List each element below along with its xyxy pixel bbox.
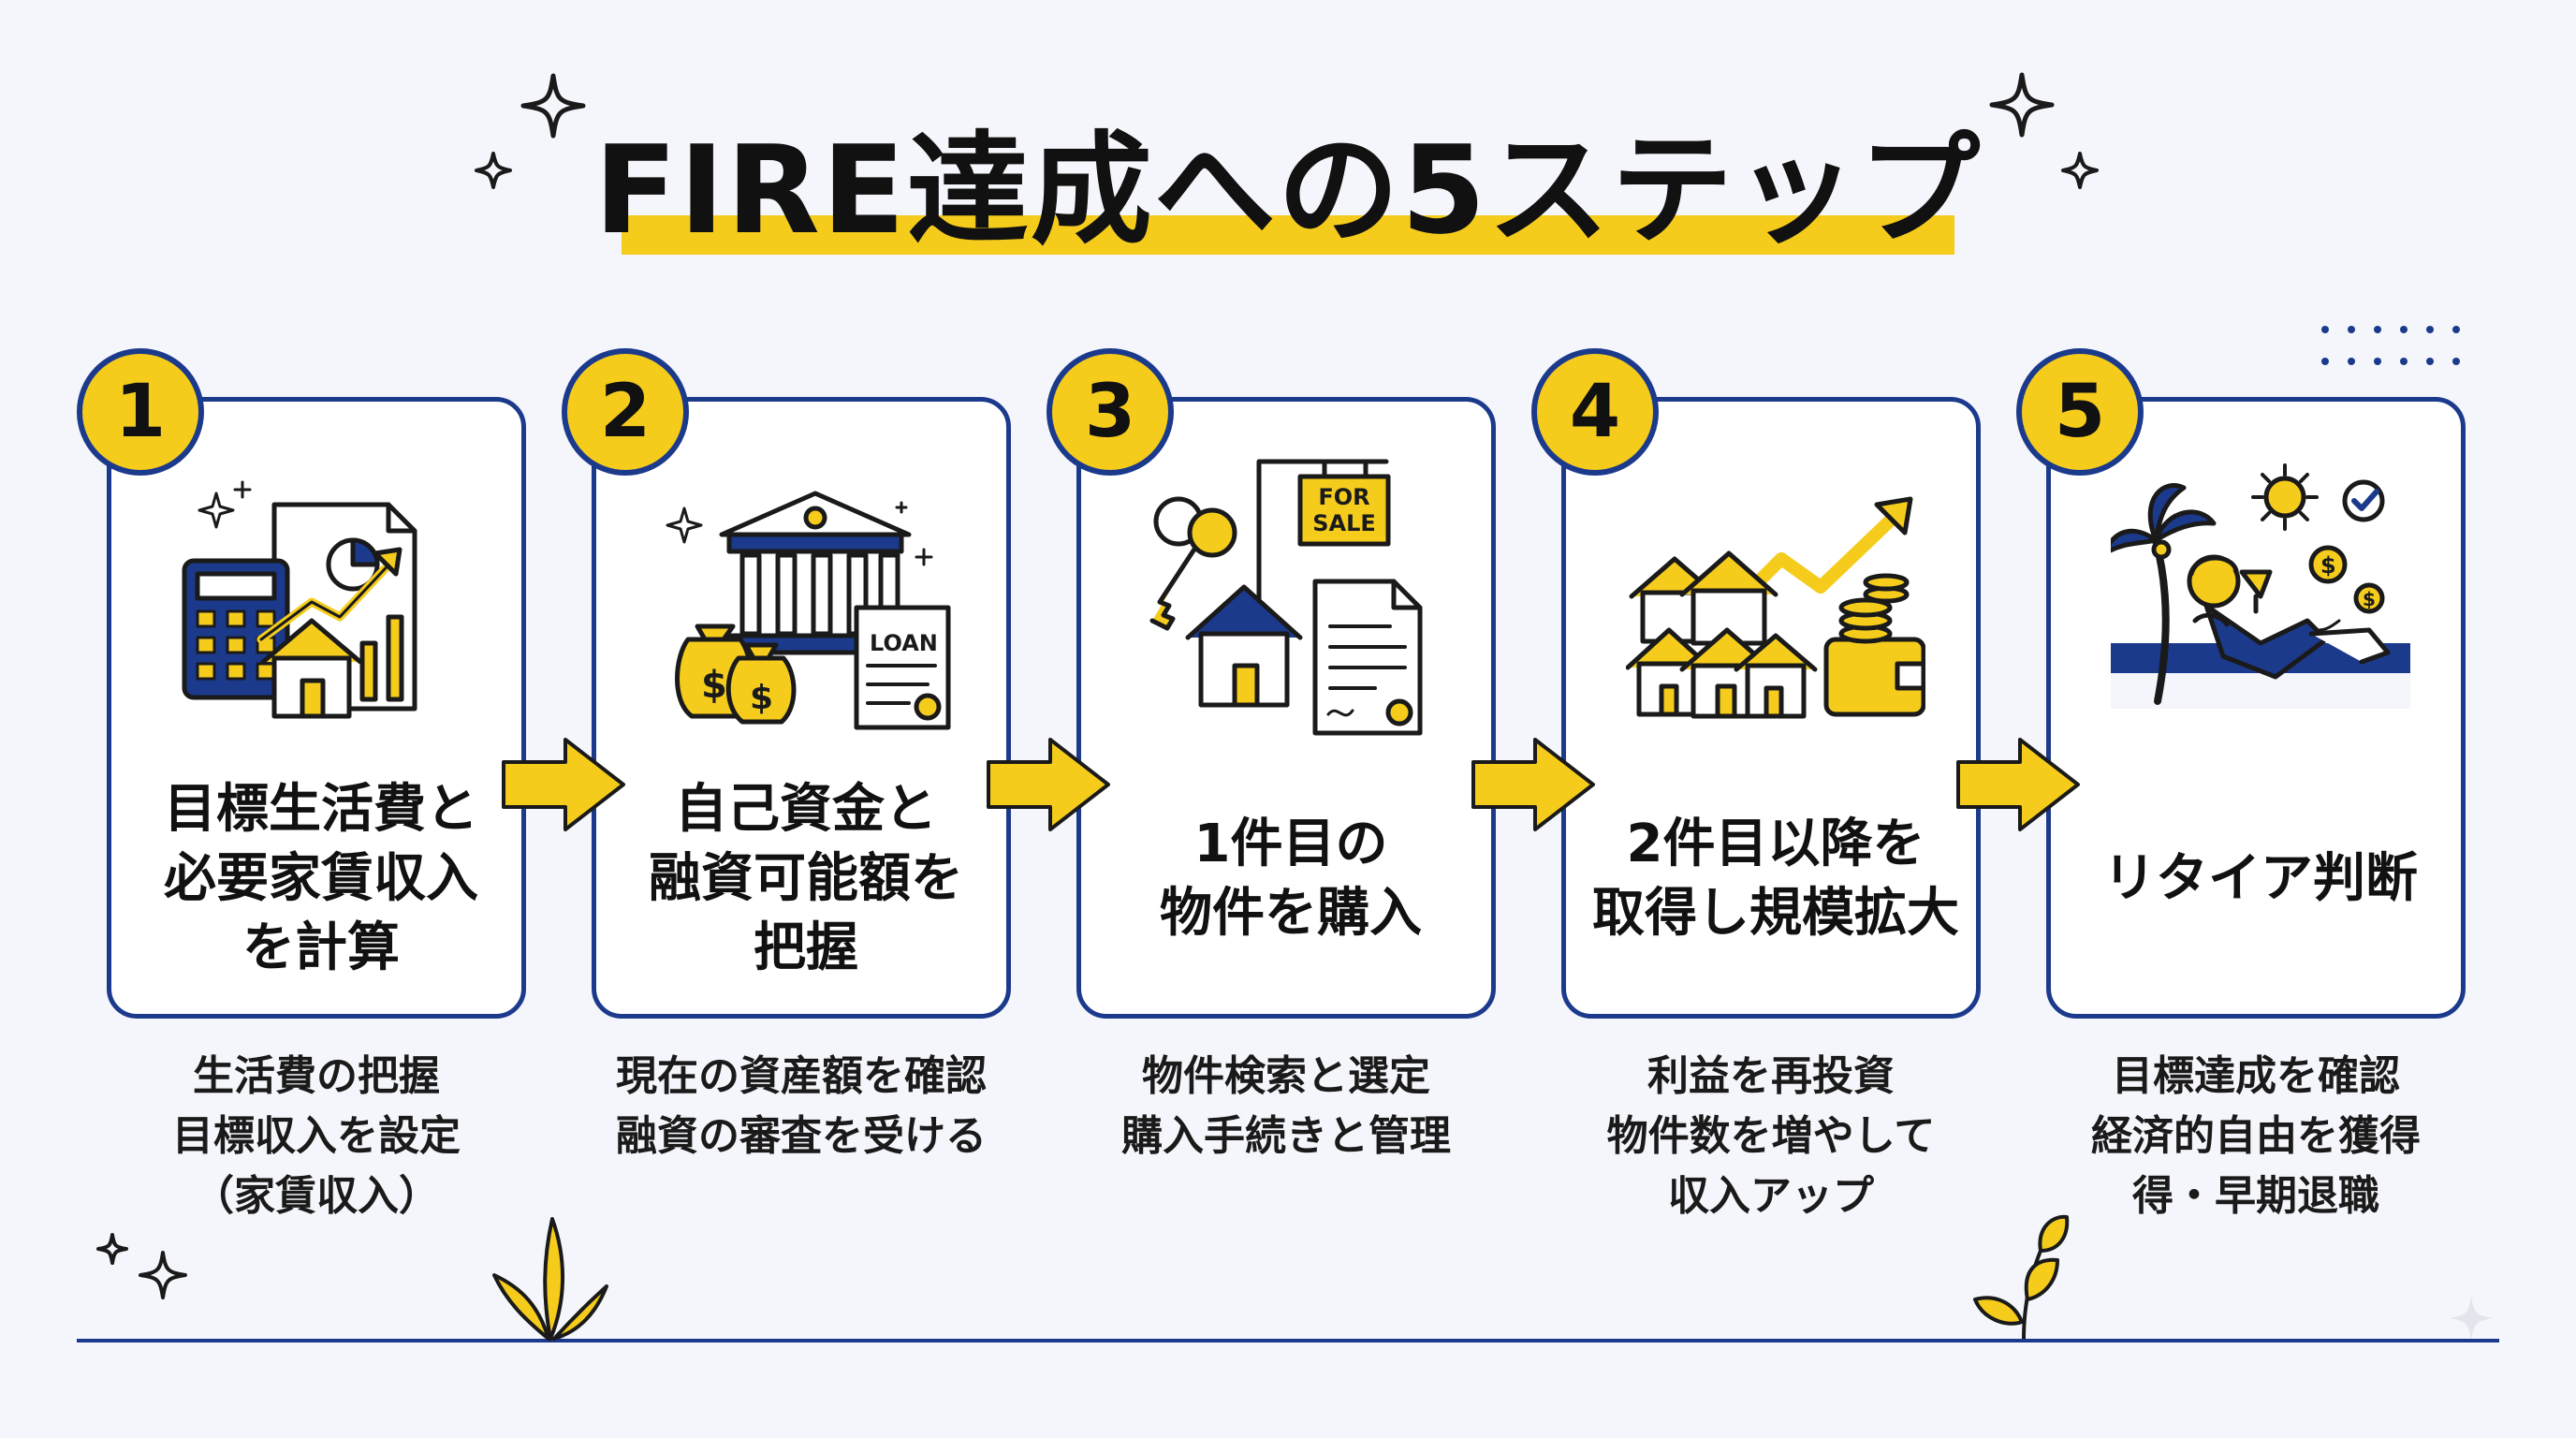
sparkle-icon — [96, 1233, 128, 1265]
step-description: 目標達成を確認 経済的自由を獲得 得・早期退職 — [2091, 1052, 2421, 1220]
bank-money-bags-loan-icon: LOAN $ $ — [666, 491, 951, 730]
step-description: 現在の資産額を確認 融資の審査を受ける — [616, 1052, 987, 1160]
sparkle-icon — [520, 73, 586, 139]
arrow-right-icon — [1956, 738, 2080, 831]
step-number-badge: 1 — [77, 348, 204, 476]
step-title: 自己資金と 融資可能額を 把握 — [649, 779, 963, 978]
sparkle-icon — [2449, 1296, 2494, 1341]
step-number-badge: 5 — [2016, 348, 2144, 476]
step-description: 生活費の把握 目標収入を設定 （家賃収入） — [172, 1052, 461, 1220]
step-description: 利益を再投資 物件数を増やして 収入アップ — [1606, 1052, 1936, 1220]
dot-pattern — [2321, 326, 2460, 365]
sparkle-icon — [2061, 152, 2099, 189]
title-area: FIRE達成への5ステップ — [0, 110, 2576, 270]
step-card-5: $ $ リタイア判断 — [2046, 397, 2466, 1019]
arrow-right-icon — [502, 738, 625, 831]
arrow-right-icon — [987, 738, 1110, 831]
step-number-badge: 3 — [1046, 348, 1174, 476]
ground-line — [77, 1339, 2499, 1343]
sparkle-icon — [1989, 72, 2055, 138]
title-highlight — [622, 215, 1954, 255]
svg-text:$: $ — [2320, 552, 2336, 579]
svg-text:SALE: SALE — [1312, 510, 1376, 536]
step-card-4: 2件目以降を 取得し規模拡大 — [1561, 397, 1981, 1019]
keys-house-for-sale-sign-icon: FOR SALE — [1149, 459, 1423, 736]
houses-growth-wallet-icon — [1626, 496, 1925, 719]
svg-text:LOAN: LOAN — [870, 630, 938, 656]
step-title: リタイア判断 — [2103, 848, 2418, 909]
step-number-badge: 4 — [1531, 348, 1659, 476]
arrow-right-icon — [1471, 738, 1595, 831]
step-title: 1件目の 物件を購入 — [1160, 814, 1422, 944]
svg-text:FOR: FOR — [1318, 484, 1369, 510]
beach-relax-retirement-icon: $ $ — [2111, 463, 2410, 709]
plant-icon — [492, 1217, 608, 1341]
step-title: 目標生活費と 必要家賃収入 を計算 — [164, 779, 478, 978]
step-title: 2件目以降を 取得し規模拡大 — [1592, 814, 1959, 944]
sparkle-icon — [139, 1251, 187, 1299]
svg-text:$: $ — [701, 664, 727, 707]
svg-text:$: $ — [2363, 588, 2376, 610]
step-number-badge: 2 — [562, 348, 689, 476]
sparkle-icon — [475, 152, 512, 189]
step-card-2: LOAN $ $ 自己資金と 融資可能額を 把握 — [592, 397, 1011, 1019]
step-description: 物件検索と選定 購入手続きと管理 — [1121, 1052, 1451, 1160]
step-card-3: FOR SALE 1件目の 物件を購入 — [1076, 397, 1496, 1019]
calculator-house-growth-chart-icon — [182, 480, 417, 719]
plant-icon — [1973, 1214, 2070, 1340]
step-card-1: 目標生活費と 必要家賃収入 を計算 — [107, 397, 526, 1019]
svg-text:$: $ — [750, 679, 773, 717]
page-title: FIRE達成への5ステップ — [593, 119, 1983, 261]
